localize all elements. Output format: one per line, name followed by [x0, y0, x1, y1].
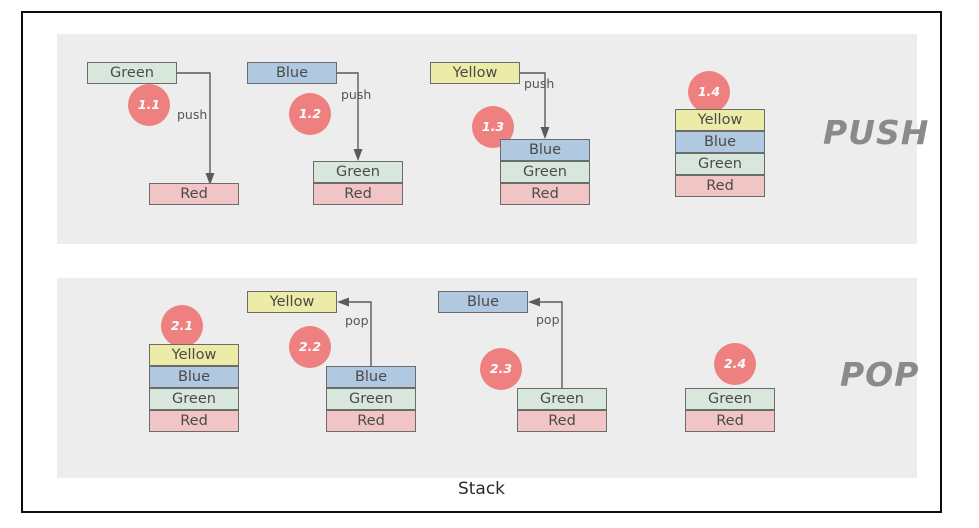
stack-cell-red: Red — [326, 410, 416, 432]
step-badge-2-3: 2.3 — [480, 348, 522, 390]
outgoing-box-yellow: Yellow — [247, 291, 337, 313]
stack-cell-red: Red — [313, 183, 403, 205]
stack-diagram-figure: Green 1.1 push Red Blue 1.2 push Green R… — [21, 11, 942, 513]
step-badge-1-2: 1.2 — [289, 93, 331, 135]
stack-cell-green: Green — [313, 161, 403, 183]
push-section-title: PUSH — [823, 113, 930, 152]
pop-arrow-2-3 — [528, 297, 588, 396]
stack-cell-green: Green — [675, 153, 765, 175]
stack-cell-green: Green — [326, 388, 416, 410]
step-badge-2-1: 2.1 — [161, 305, 203, 347]
stack-cell-blue: Blue — [326, 366, 416, 388]
operation-label-pop-2-2: pop — [345, 313, 369, 328]
stack-cell-blue: Blue — [500, 139, 590, 161]
stack-cell-red: Red — [149, 410, 239, 432]
stack-cell-green: Green — [500, 161, 590, 183]
stack-cell-red: Red — [675, 175, 765, 197]
step-badge-1-1: 1.1 — [128, 84, 170, 126]
outgoing-box-blue: Blue — [438, 291, 528, 313]
operation-label-push-1-3: push — [524, 76, 555, 91]
stack-cell-red: Red — [685, 410, 775, 432]
pop-arrow-2-2 — [337, 297, 397, 374]
push-arrow-1-1 — [177, 72, 237, 188]
stack-cell-green: Green — [685, 388, 775, 410]
operation-label-pop-2-3: pop — [536, 312, 560, 327]
stack-cell-blue: Blue — [675, 131, 765, 153]
incoming-box-blue: Blue — [247, 62, 337, 84]
incoming-box-yellow: Yellow — [430, 62, 520, 84]
stack-cell-yellow: Yellow — [149, 344, 239, 366]
push-arrow-1-3 — [520, 72, 580, 143]
stack-cell-red: Red — [149, 183, 239, 205]
stack-cell-green: Green — [517, 388, 607, 410]
figure-caption: Stack — [457, 479, 506, 499]
stack-cell-red: Red — [500, 183, 590, 205]
step-badge-2-2: 2.2 — [289, 326, 331, 368]
stack-cell-green: Green — [149, 388, 239, 410]
operation-label-push-1-2: push — [341, 87, 372, 102]
push-arrow-1-2 — [337, 72, 397, 163]
stack-cell-blue: Blue — [149, 366, 239, 388]
stack-cell-yellow: Yellow — [675, 109, 765, 131]
pop-section-title: POP — [840, 355, 920, 394]
incoming-box-green: Green — [87, 62, 177, 84]
step-badge-1-4: 1.4 — [688, 71, 730, 113]
step-badge-2-4: 2.4 — [714, 343, 756, 385]
stack-cell-red: Red — [517, 410, 607, 432]
operation-label-push-1-1: push — [177, 107, 208, 122]
